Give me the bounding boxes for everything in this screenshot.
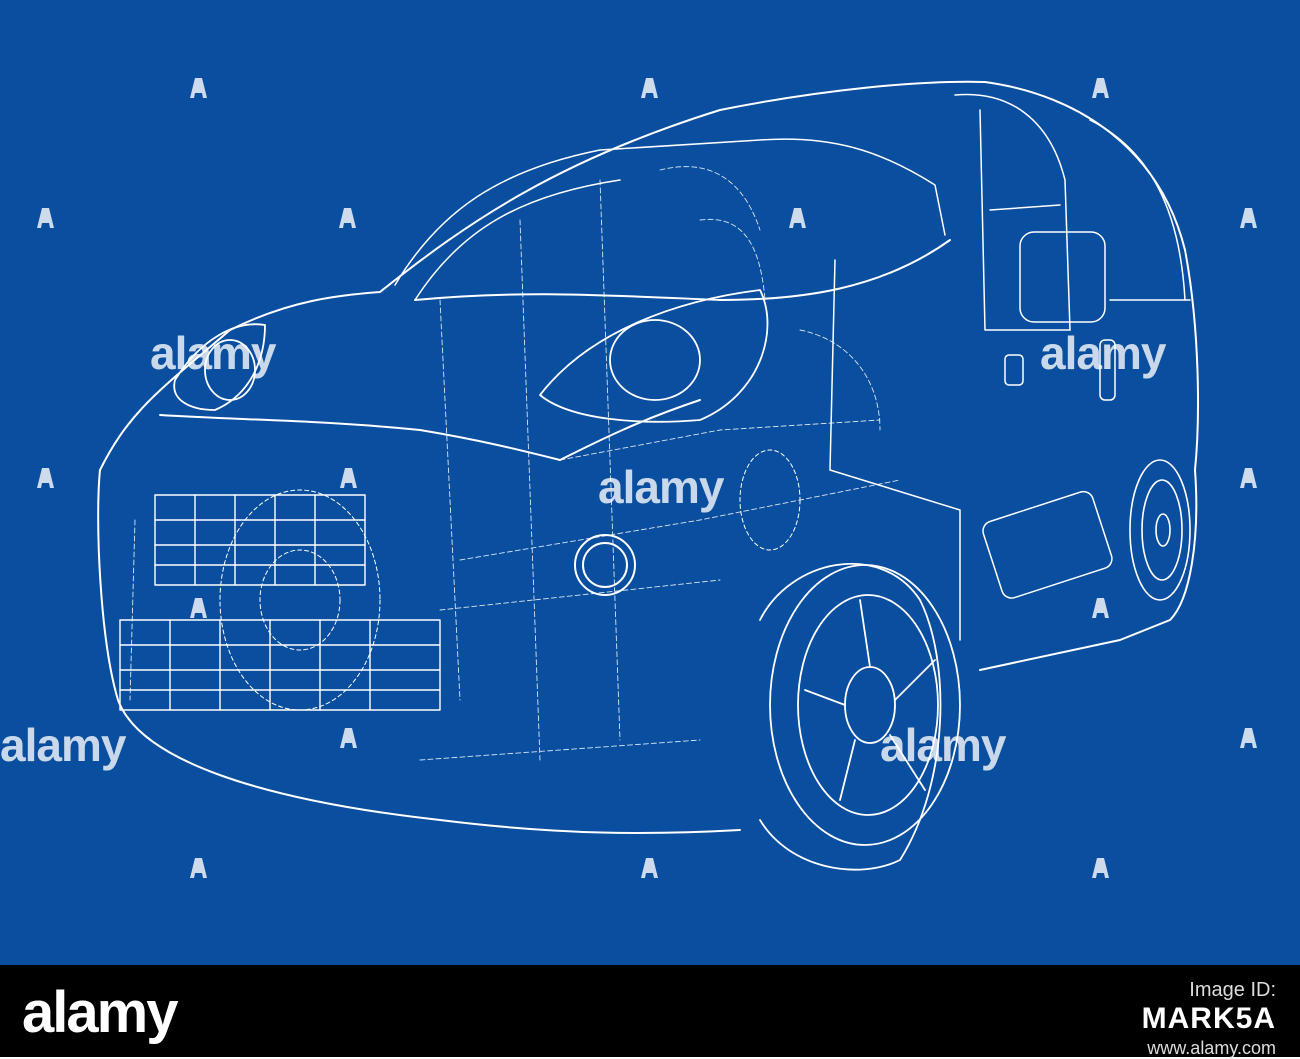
front-wheel bbox=[759, 562, 961, 871]
watermark-a-icon bbox=[789, 208, 806, 228]
site-url[interactable]: www.alamy.com bbox=[1147, 1038, 1276, 1058]
watermark-a-icon bbox=[340, 728, 357, 748]
watermark-left-mid: alamy bbox=[150, 327, 276, 379]
watermark-a-icon bbox=[190, 858, 207, 878]
alamy-logo[interactable]: alamy bbox=[22, 980, 178, 1045]
watermark-a-icon bbox=[1092, 598, 1109, 618]
watermark-a-icon bbox=[1092, 858, 1109, 878]
watermark-center-top: alamy bbox=[598, 461, 724, 513]
stock-footer: alamy Image ID: MARK5A www.alamy.com bbox=[0, 965, 1300, 1059]
rear-wheel bbox=[1129, 459, 1191, 601]
watermark-a-icon bbox=[1240, 728, 1257, 748]
van-body-outline bbox=[97, 80, 1199, 834]
image-id-label: Image ID: bbox=[1189, 979, 1276, 1001]
watermark-a-icon bbox=[37, 208, 54, 228]
watermark-a-icon bbox=[340, 468, 357, 488]
watermark-a-icon bbox=[1240, 468, 1257, 488]
watermark-a-icon bbox=[641, 858, 658, 878]
side-door bbox=[829, 204, 1116, 641]
image-id: MARK5A bbox=[1141, 1002, 1276, 1035]
watermark-a-icon bbox=[339, 208, 356, 228]
watermark-right-mid: alamy bbox=[1040, 327, 1166, 379]
front-grille bbox=[119, 494, 441, 711]
watermark-markers bbox=[37, 78, 1257, 878]
image-meta: Image ID: MARK5A www.alamy.com bbox=[1142, 979, 1276, 1059]
watermark-left-low: alamy bbox=[0, 719, 126, 771]
watermark-a-icon bbox=[1092, 78, 1109, 98]
watermark-a-icon bbox=[190, 78, 207, 98]
internal-structure bbox=[129, 166, 901, 761]
watermark-a-icons bbox=[37, 78, 1257, 878]
headlights bbox=[173, 289, 769, 423]
watermark-center-low: alamy bbox=[880, 719, 1006, 771]
van-wireframe-drawing bbox=[97, 80, 1199, 871]
windows bbox=[394, 93, 1191, 331]
watermark-a-icon bbox=[190, 598, 207, 618]
watermark-a-icon bbox=[1240, 208, 1257, 228]
blueprint-canvas: alamy alamy alamy alamy alamy bbox=[0, 0, 1300, 965]
fog-light bbox=[574, 534, 636, 596]
watermark-a-icon bbox=[37, 468, 54, 488]
watermark-a-icon bbox=[641, 78, 658, 98]
inner-wheel-ghost bbox=[219, 449, 801, 711]
